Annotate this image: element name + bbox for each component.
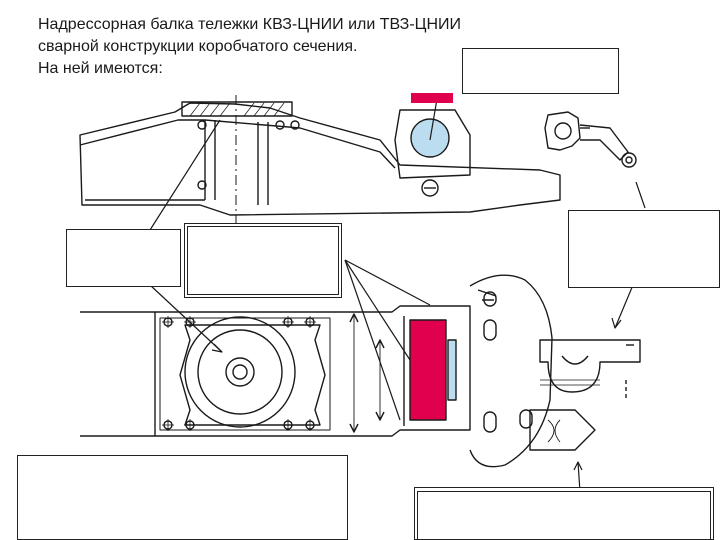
callout-box-side-bearing-inner [187, 226, 339, 295]
callout-box-centre-bowl [66, 229, 181, 287]
side-view [79, 95, 637, 225]
slide-title: Надрессорная балка тележки КВЗ-ЦНИИ или … [38, 14, 461, 80]
callout-box-lever-bracket [568, 210, 720, 288]
plan-view [80, 274, 641, 468]
callout-box-bottom-right-inner [417, 491, 711, 540]
title-line-3: На ней имеются: [38, 60, 163, 77]
callout-box-side-bearing [462, 48, 619, 94]
title-line-1: Надрессорная балка тележки КВЗ-ЦНИИ или … [38, 16, 462, 33]
title-line-2: сварной конструкции коробчатого сечения. [38, 38, 358, 55]
callout-box-bottom-left [17, 455, 348, 540]
side-bearing-marker [411, 93, 453, 103]
callout-pointers [149, 92, 646, 493]
